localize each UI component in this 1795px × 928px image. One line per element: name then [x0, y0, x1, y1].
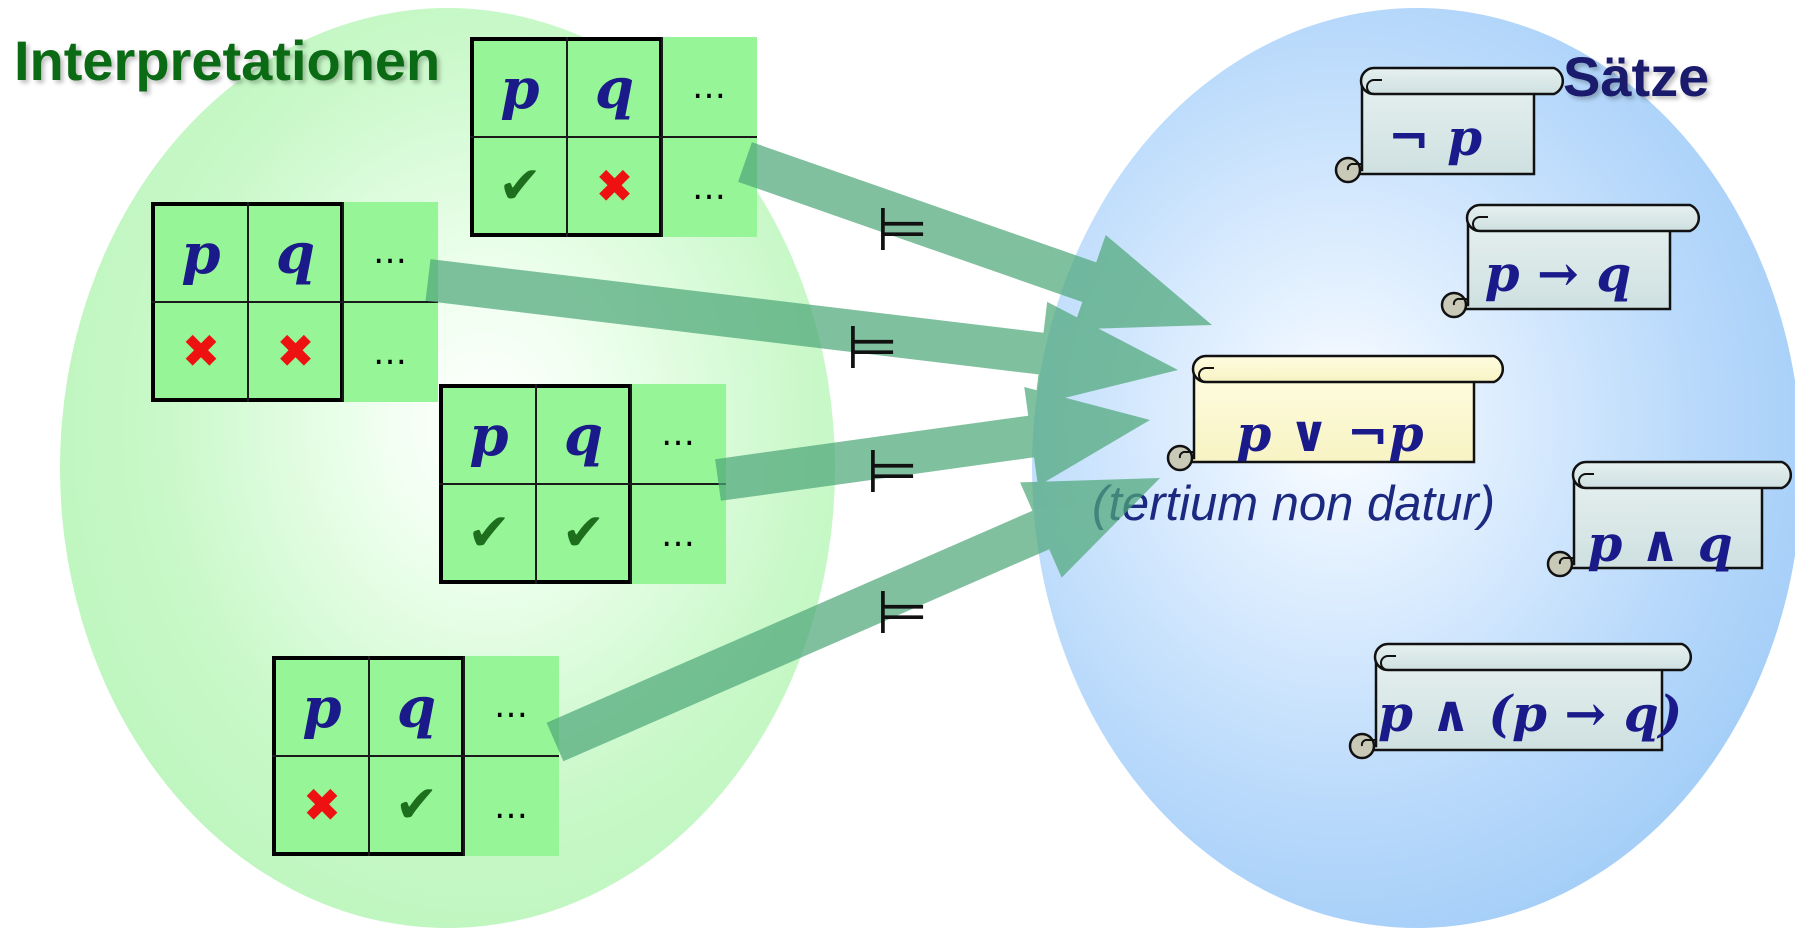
var-q-label: q — [396, 674, 437, 741]
dots: … — [692, 167, 728, 208]
checkmark-icon: ✔ — [394, 774, 439, 835]
var-q-label: q — [563, 402, 604, 469]
scroll-icon — [1546, 460, 1792, 578]
cross-icon: ✖ — [276, 323, 315, 378]
interpretation-table-1[interactable]: p q … ✔ ✖ … — [470, 37, 757, 237]
p-truth-value: ✔ — [474, 138, 566, 233]
sentence-formula: p ∧ (p → q) — [1378, 684, 1683, 743]
var-q-label: q — [594, 55, 635, 122]
scroll-icon — [1348, 642, 1692, 760]
dots: … — [494, 685, 530, 726]
checkmark-icon: ✔ — [498, 155, 542, 216]
entailment-symbol-3: ⊨ — [866, 437, 919, 507]
dots: … — [692, 66, 728, 107]
scroll-icon — [1334, 66, 1564, 184]
cross-icon: ✖ — [595, 158, 634, 213]
sentence-formula: p ∧ q — [1587, 514, 1733, 573]
interpretation-table-2[interactable]: p q … ✖ ✖ … — [151, 202, 438, 402]
entailment-symbol-1: ⊨ — [876, 195, 929, 265]
tertium-caption: (tertium non datur) — [1092, 477, 1496, 531]
q-truth-value: ✖ — [568, 138, 661, 233]
scroll-icon — [1166, 354, 1504, 472]
sentences-title: Sätze — [1563, 45, 1710, 108]
var-q-label: q — [275, 220, 316, 287]
interpretations-title: Interpretationen — [14, 29, 441, 92]
scrolls-layer — [1166, 66, 1792, 760]
dots: … — [373, 332, 409, 373]
p-truth-value: ✔ — [443, 485, 535, 580]
sentence-formula: p → q — [1484, 244, 1632, 303]
q-truth-value: ✔ — [370, 757, 463, 852]
sentence-scroll-p-and-q[interactable]: p ∧ q — [1570, 506, 1750, 576]
dots: … — [661, 413, 697, 454]
sentence-scroll-neg-p[interactable]: ¬ p — [1350, 100, 1520, 170]
dots: … — [494, 786, 530, 827]
p-truth-value: ✖ — [155, 303, 247, 398]
sentence-scroll-tertium[interactable]: p ∨ ¬p — [1215, 396, 1445, 466]
entailment-symbol-2: ⊨ — [846, 313, 899, 383]
scroll-icon — [1440, 203, 1700, 319]
cross-icon: ✖ — [181, 323, 221, 378]
cross-icon: ✖ — [302, 777, 342, 832]
var-p-label: p — [302, 674, 342, 741]
entailment-symbol-4: ⊨ — [876, 578, 929, 648]
sentence-scroll-p-implies-q[interactable]: p → q — [1458, 236, 1658, 306]
sentence-formula: ¬ p — [1387, 108, 1483, 167]
sentence-scroll-p-and-p-implies-q[interactable]: p ∧ (p → q) — [1378, 676, 1683, 746]
var-p-label: p — [181, 220, 221, 287]
interpretation-table-4[interactable]: p q … ✖ ✔ … — [272, 656, 559, 856]
q-truth-value: ✖ — [249, 303, 342, 398]
var-p-label: p — [469, 402, 509, 469]
dots: … — [373, 231, 409, 272]
p-truth-value: ✖ — [276, 757, 368, 852]
checkmark-icon: ✔ — [467, 502, 511, 563]
sentence-formula: p ∨ ¬p — [1236, 404, 1424, 463]
var-p-label: p — [500, 55, 540, 122]
